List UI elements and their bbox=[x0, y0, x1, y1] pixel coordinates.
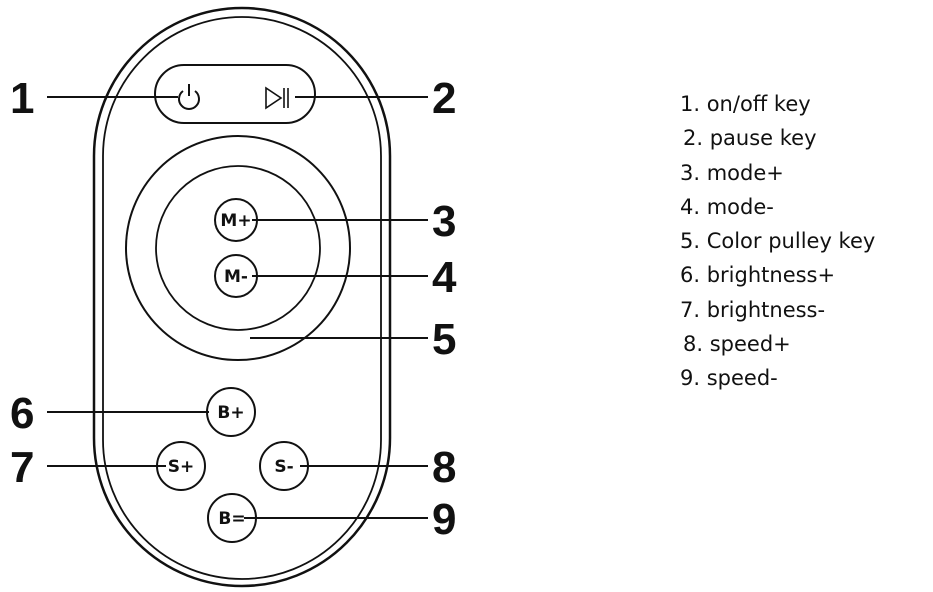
brightness-minus-label: B= bbox=[218, 509, 245, 529]
callout-3: 3 bbox=[432, 197, 456, 246]
speed-plus-label: S+ bbox=[168, 457, 195, 477]
speed-plus-button[interactable]: S+ bbox=[156, 441, 206, 491]
callout-4: 4 bbox=[432, 253, 457, 302]
brightness-plus-label: B+ bbox=[217, 403, 244, 423]
callout-8: 8 bbox=[432, 443, 456, 492]
speed-minus-label: S- bbox=[274, 457, 293, 477]
callout-1: 1 bbox=[10, 74, 34, 123]
brightness-plus-button[interactable]: B+ bbox=[206, 387, 256, 437]
leader-lines bbox=[47, 96, 428, 519]
legend-item: 6. brightness+ bbox=[680, 263, 836, 288]
top-key-panel[interactable] bbox=[154, 64, 316, 124]
remote-body-inner bbox=[102, 16, 382, 580]
mode-minus-button[interactable]: M- bbox=[214, 254, 258, 298]
play-pause-icon[interactable] bbox=[265, 86, 289, 110]
speed-minus-button[interactable]: S- bbox=[259, 441, 309, 491]
legend-item: 3. mode+ bbox=[680, 160, 784, 185]
key-legend: 1. on/off key 2. pause key 3. mode+ 4. m… bbox=[680, 87, 875, 396]
callout-5: 5 bbox=[432, 315, 456, 364]
callout-6: 6 bbox=[10, 389, 34, 438]
mode-minus-label: M- bbox=[224, 267, 248, 287]
callout-7: 7 bbox=[10, 443, 34, 492]
callout-9: 9 bbox=[432, 495, 456, 544]
color-pulley-inner-ring bbox=[155, 165, 321, 331]
callout-2: 2 bbox=[432, 74, 456, 123]
power-icon[interactable] bbox=[178, 84, 200, 110]
mode-plus-button[interactable]: M+ bbox=[214, 198, 258, 242]
legend-item: 8. speed+ bbox=[683, 332, 791, 357]
legend-item: 7. brightness- bbox=[680, 297, 826, 322]
legend-item: 4. mode- bbox=[680, 194, 774, 219]
legend-item: 2. pause key bbox=[683, 126, 817, 151]
legend-item: 9. speed- bbox=[680, 366, 778, 391]
legend-item: 5. Color pulley key bbox=[680, 229, 876, 254]
legend-item: 1. on/off key bbox=[680, 92, 811, 116]
mode-plus-label: M+ bbox=[220, 211, 251, 231]
brightness-minus-button[interactable]: B= bbox=[207, 493, 257, 543]
